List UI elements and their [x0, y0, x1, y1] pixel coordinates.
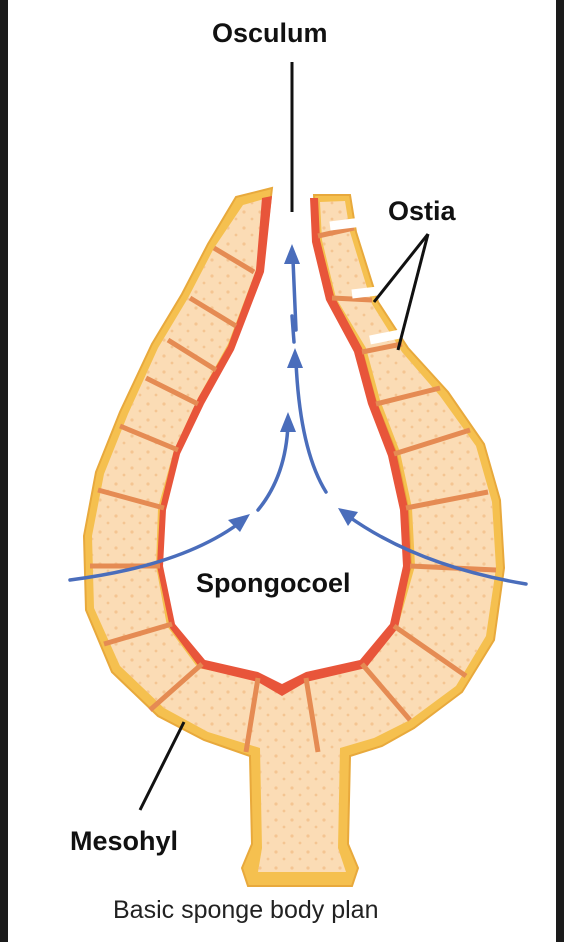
ostia-leader-1: [372, 233, 430, 303]
osculum-label: Osculum: [212, 18, 328, 48]
mesohyl-leader: [138, 721, 186, 811]
ostia-label: Ostia: [388, 196, 456, 226]
flow-arrowheads: [228, 244, 358, 532]
ostia-leader-2: [396, 233, 430, 351]
mesohyl-label: Mesohyl: [70, 826, 179, 856]
body-wall: [82, 186, 506, 887]
leader-lines: [138, 62, 430, 811]
spongocoel-label: Spongocoel: [196, 568, 351, 598]
water-flow-arrows: [68, 258, 528, 586]
figure-caption: Basic sponge body plan: [113, 896, 379, 924]
